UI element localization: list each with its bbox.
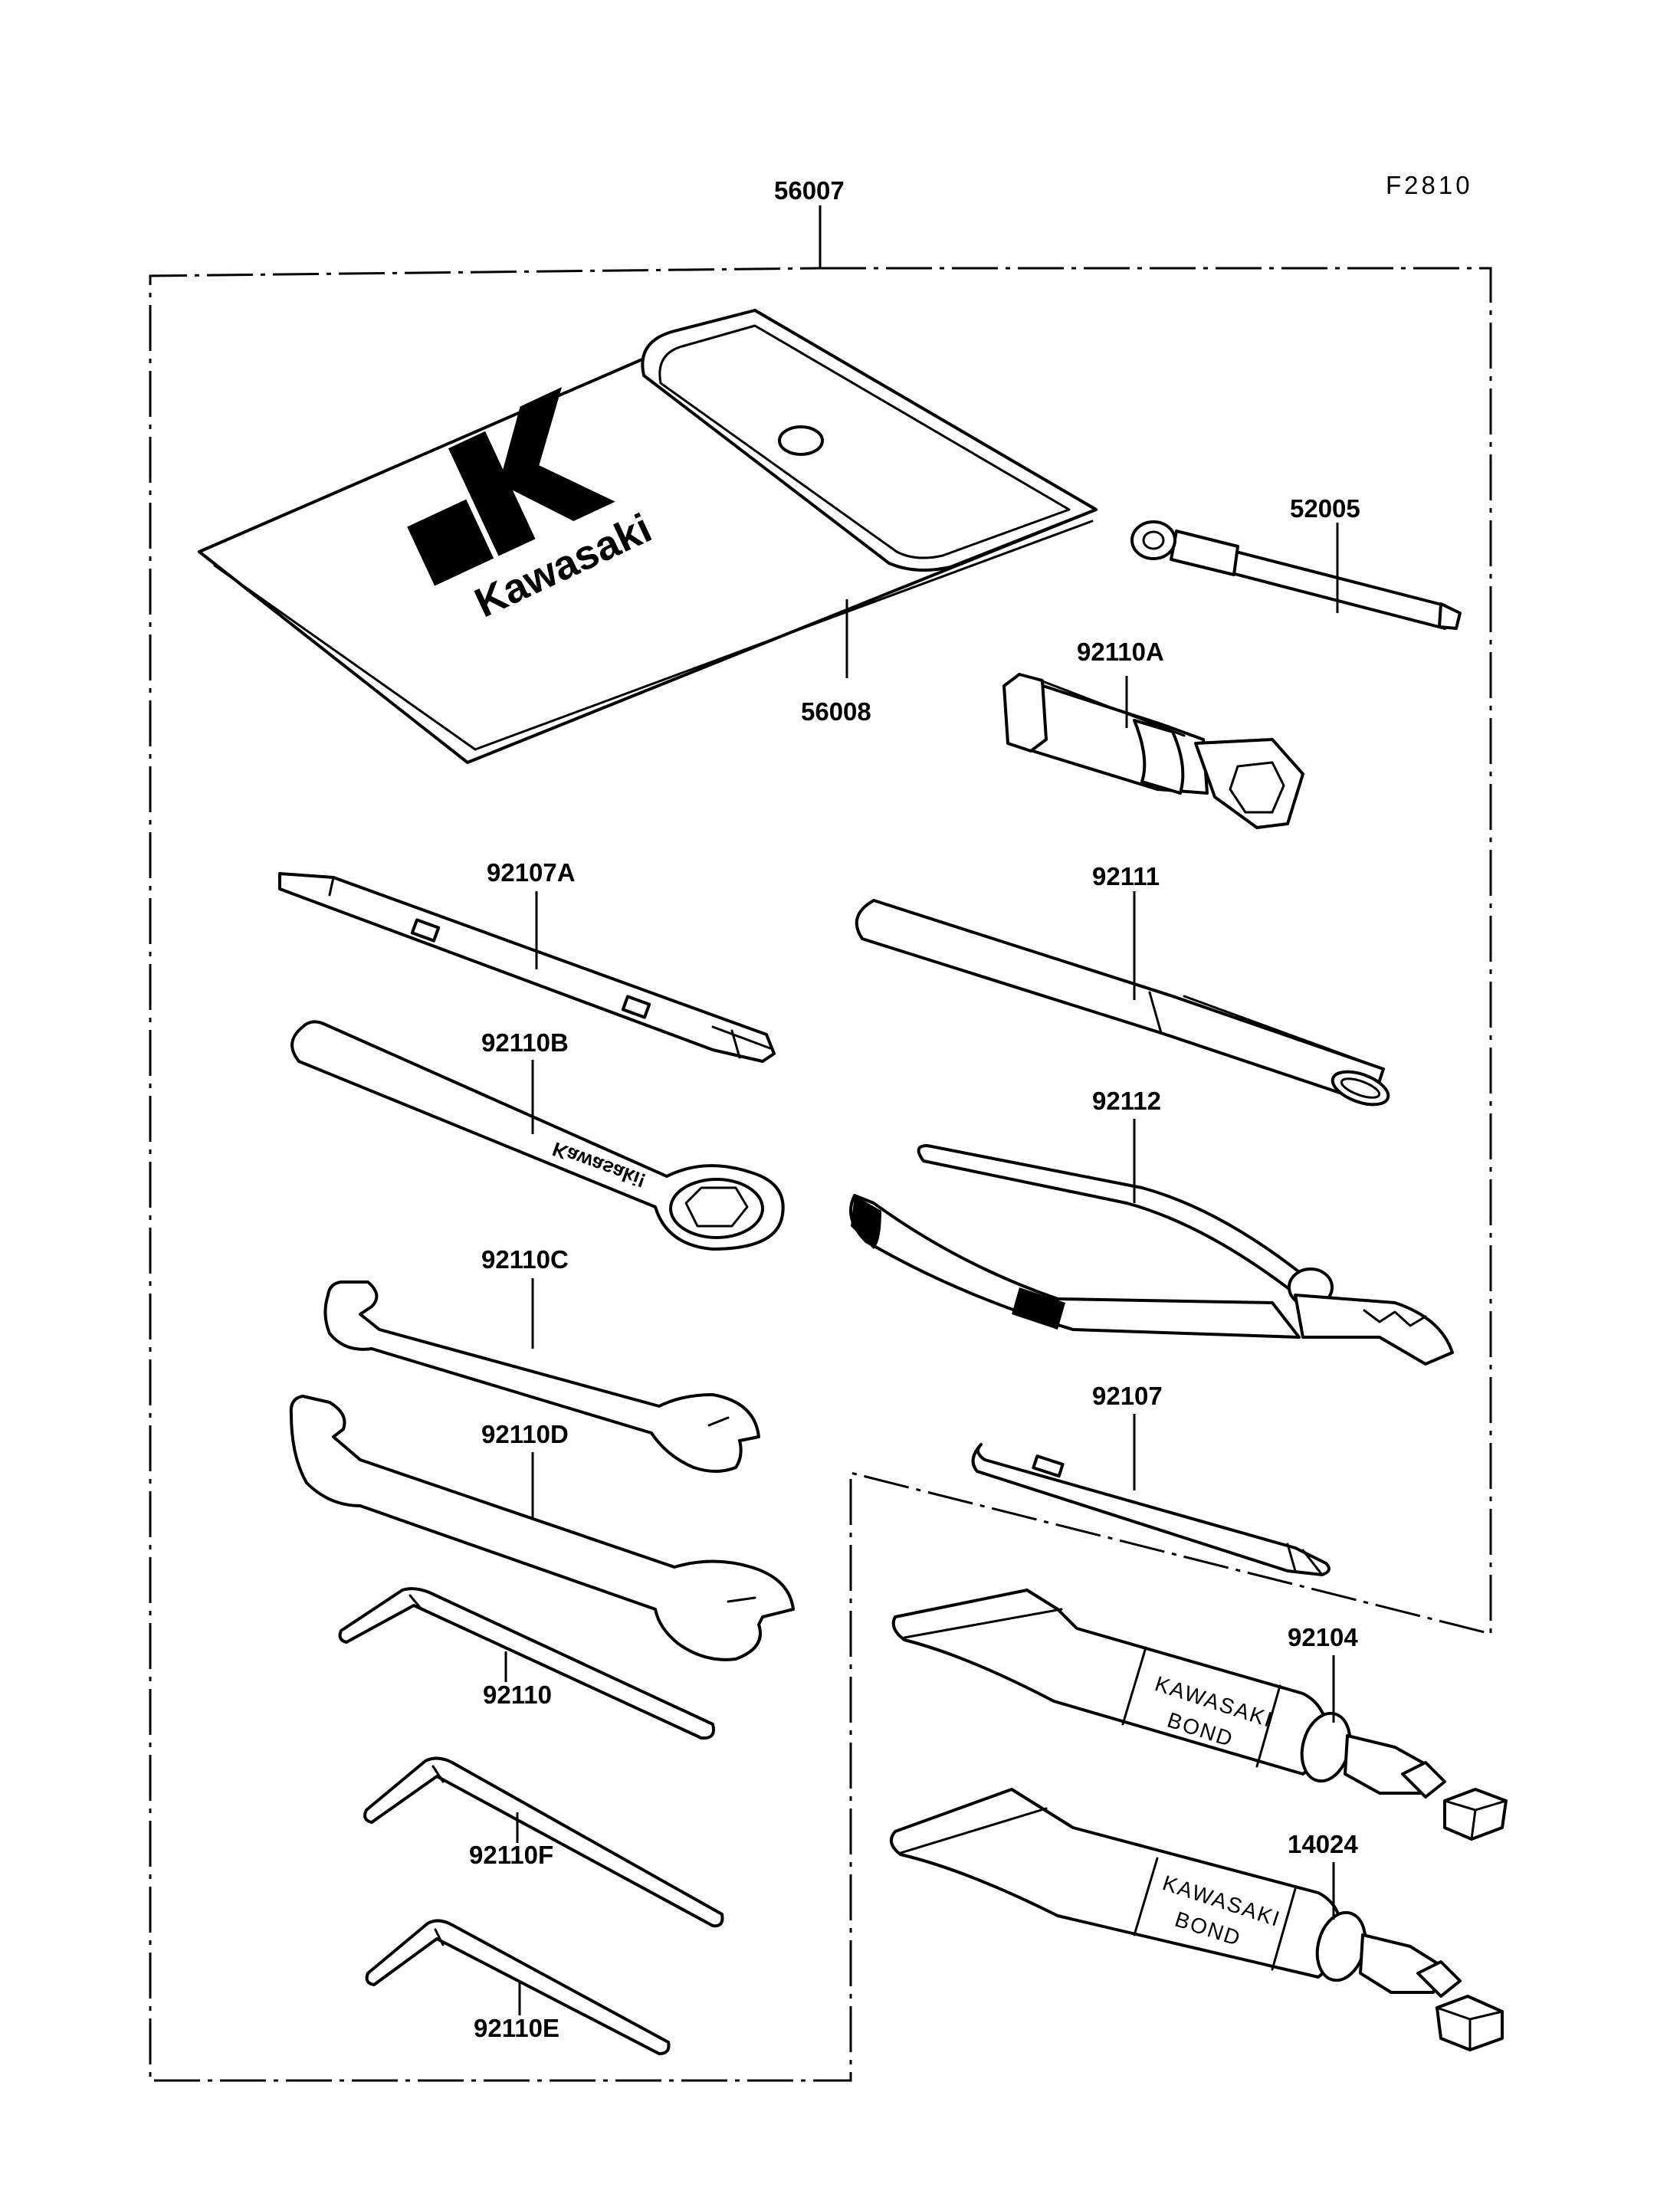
callout-14024: 14024 (1288, 1830, 1358, 1858)
tool-92110 (338, 1587, 715, 1740)
tool-pouch: Kawasaki (198, 309, 1098, 764)
tool-92111 (855, 899, 1390, 1107)
tool-92110A (1002, 673, 1304, 829)
callout-92107: 92107 (1092, 1382, 1163, 1410)
snap-button-icon (778, 425, 824, 456)
tool-92110D (289, 1395, 795, 1661)
tool-92110C (323, 1280, 760, 1473)
callout-92107A: 92107A (487, 858, 576, 887)
figure-code: F2810 (1386, 171, 1473, 199)
tool-92110B: Kawasaki! (290, 1020, 785, 1251)
callout-92110: 92110 (483, 1681, 552, 1709)
callout-92110A: 92110A (1077, 638, 1164, 666)
tool-14024: KAWASAKI BOND (889, 1788, 1504, 2051)
callout-92110E: 92110E (474, 2014, 559, 2042)
callout-92110D: 92110D (481, 1420, 569, 1448)
tool-92110F (363, 1756, 724, 1928)
tool-92107A (278, 872, 776, 1063)
callout-92110B: 92110B (481, 1028, 569, 1057)
tool-92110E (365, 1919, 671, 2055)
tool-52005 (1130, 520, 1462, 630)
leader-lines (504, 205, 1339, 2015)
callout-92104: 92104 (1288, 1623, 1358, 1651)
callout-56008: 56008 (801, 697, 871, 726)
callout-92110C: 92110C (481, 1245, 569, 1274)
kit-boundary (149, 267, 1492, 2082)
callout-56007: 56007 (774, 176, 845, 205)
tool-92104: KAWASAKI BOND (891, 1589, 1508, 1841)
tool-92107 (971, 1443, 1331, 1576)
callout-52005: 52005 (1290, 494, 1360, 523)
callout-92112: 92112 (1092, 1087, 1161, 1115)
tool-92112 (849, 1144, 1454, 1366)
callout-92111: 92111 (1092, 862, 1160, 890)
callout-92110F: 92110F (469, 1841, 553, 1869)
